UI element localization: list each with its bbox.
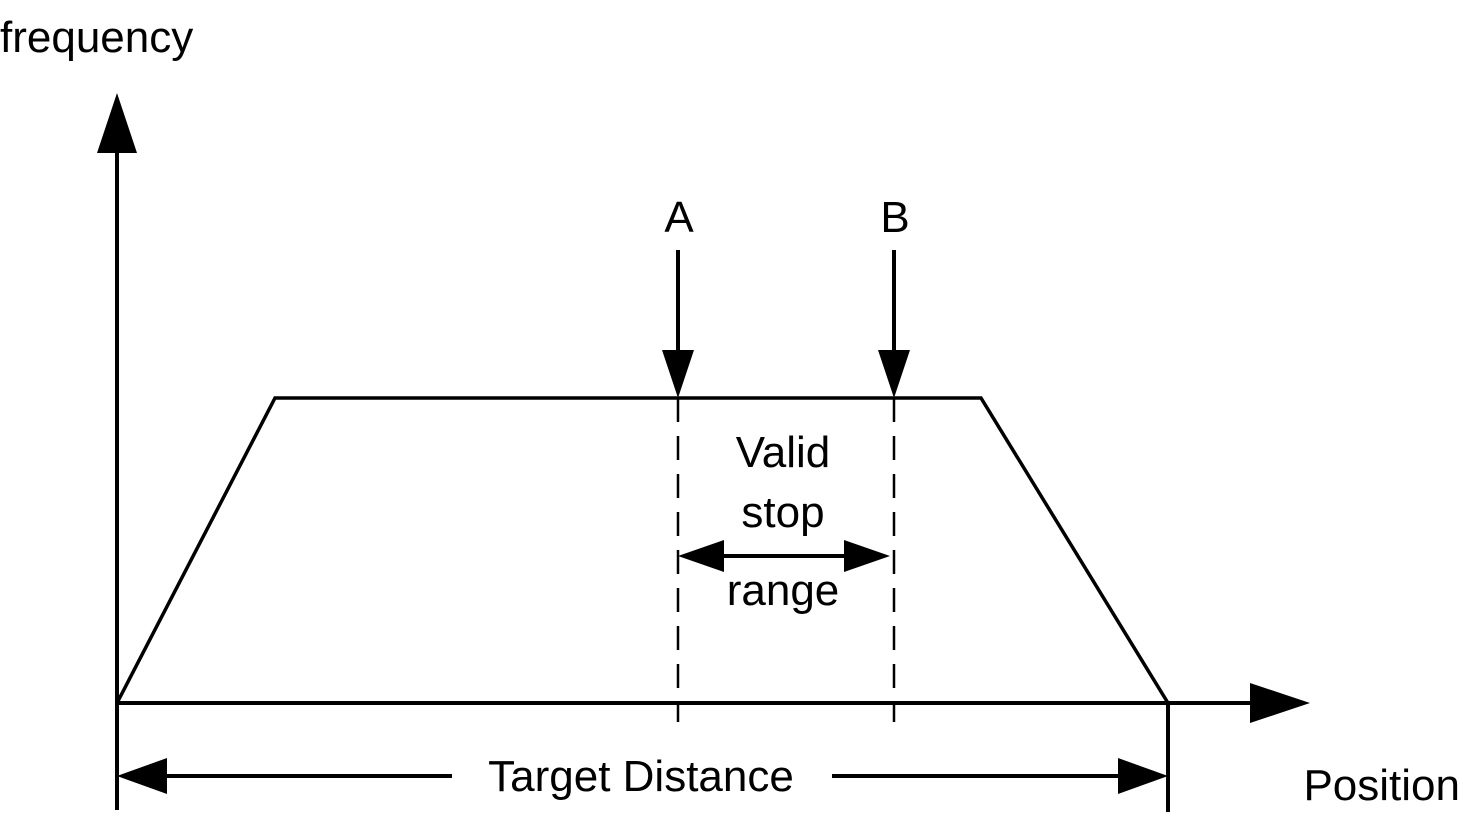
x-axis-label: Position xyxy=(1303,761,1460,810)
x-axis xyxy=(117,683,1310,723)
marker-b-label: B xyxy=(880,193,909,242)
target-distance-dimension xyxy=(117,703,1170,812)
marker-a-label: A xyxy=(664,193,694,242)
x-axis-arrowhead xyxy=(1250,683,1310,723)
frequency-profile-line xyxy=(115,396,1170,704)
marker-a-arrow xyxy=(662,250,694,398)
marker-b-arrow xyxy=(878,250,910,398)
valid-stop-range-arrow xyxy=(678,540,890,572)
valid-stop-range-label-line1: Valid xyxy=(736,428,831,477)
target-distance-label: Target Distance xyxy=(488,752,794,801)
valid-stop-range-label-line2: stop xyxy=(741,488,824,537)
y-axis-label: frequency xyxy=(0,13,193,62)
valid-stop-range-label-line3: range xyxy=(727,566,840,615)
y-axis-arrowhead xyxy=(97,93,137,153)
